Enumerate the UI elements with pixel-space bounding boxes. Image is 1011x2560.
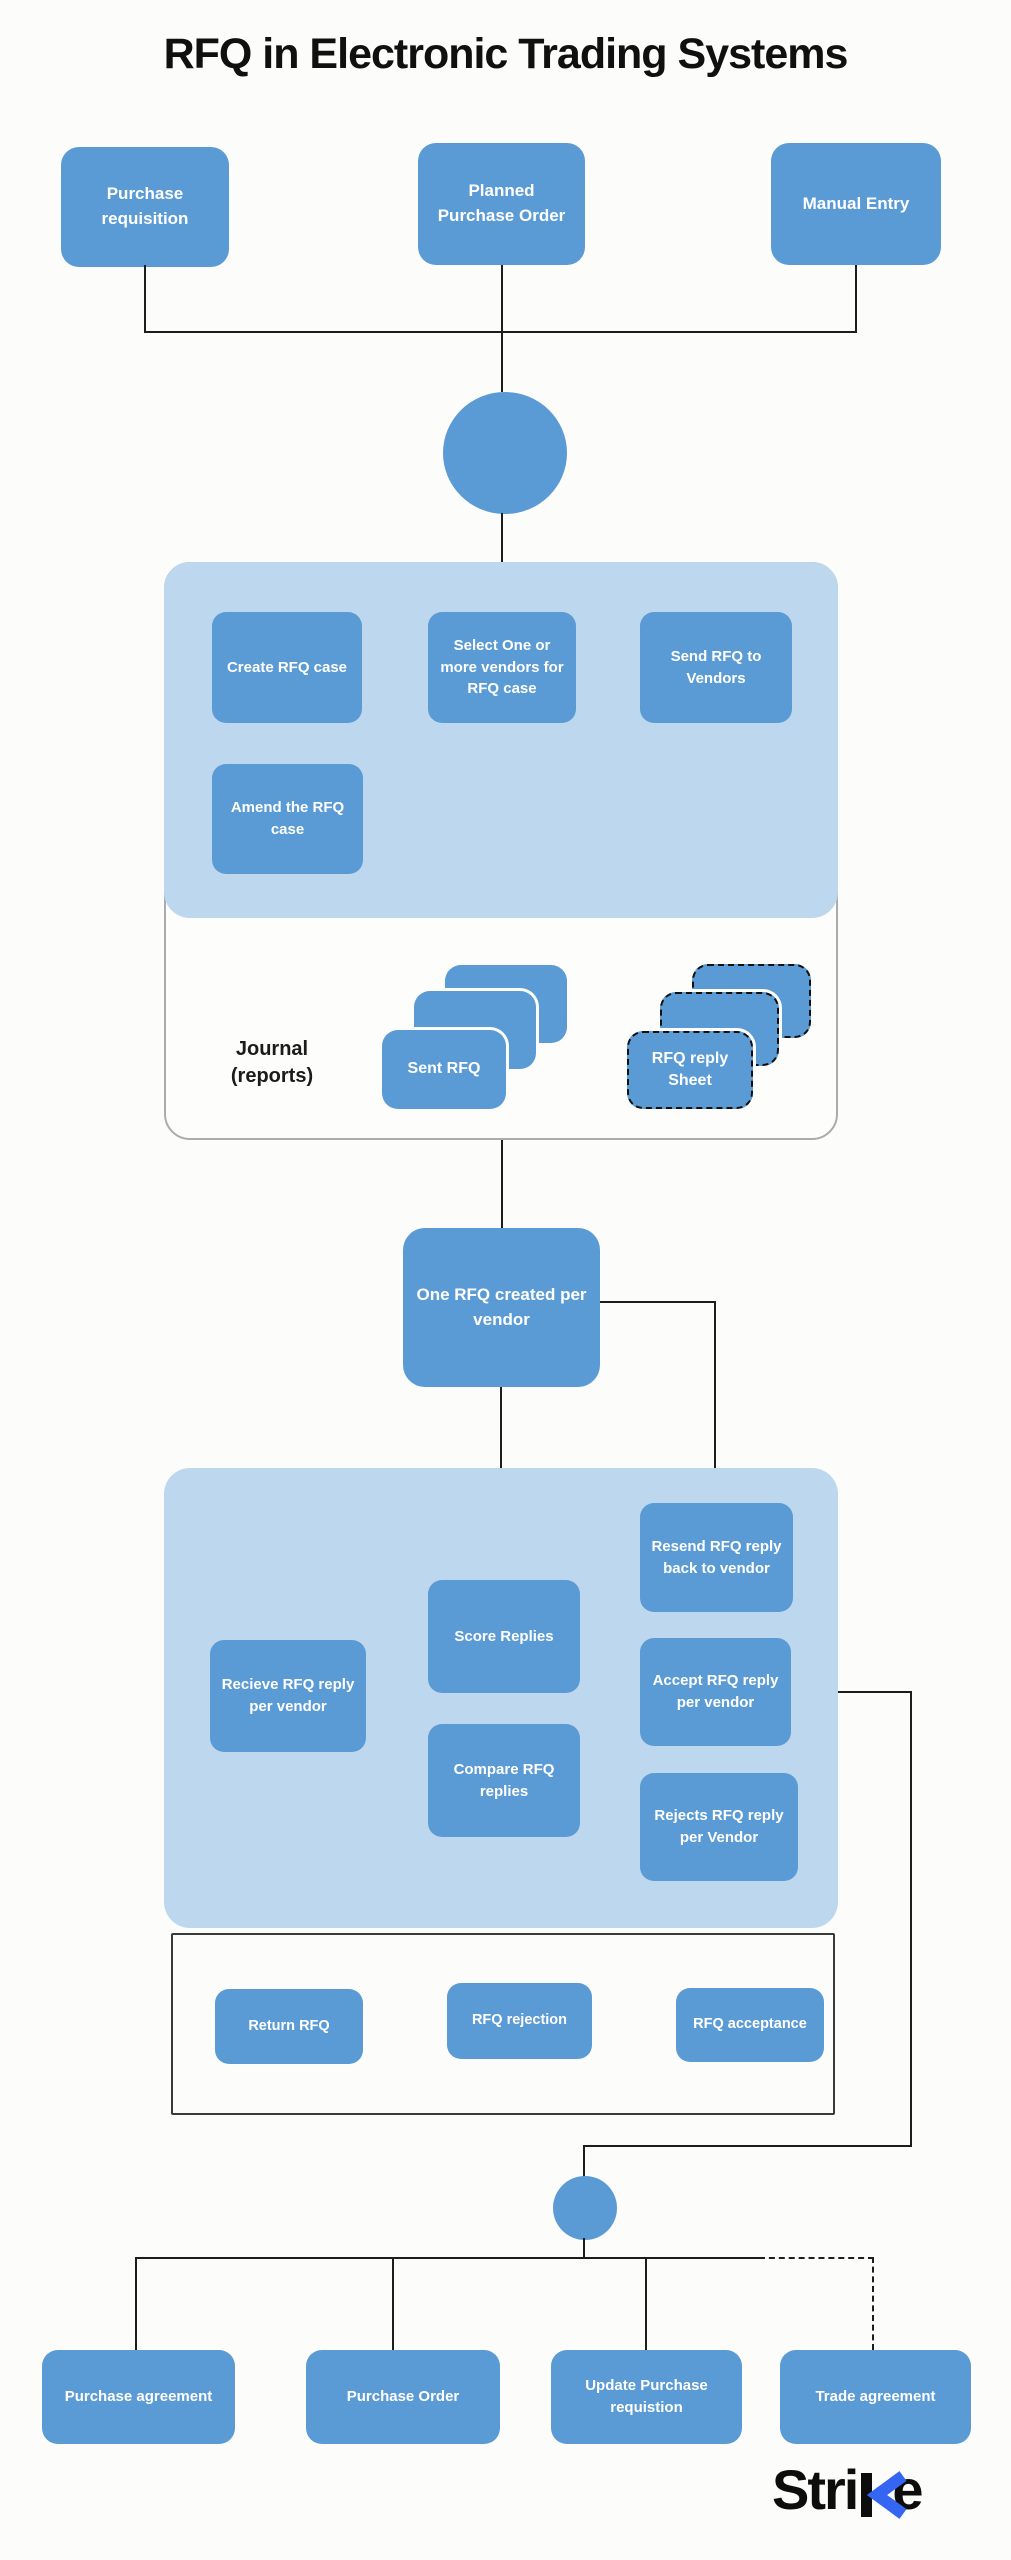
journal-label: Journal (reports) bbox=[197, 1036, 347, 1090]
connector-line bbox=[501, 513, 503, 563]
connector-line bbox=[855, 265, 857, 333]
node-score-replies: Score Replies bbox=[428, 1580, 580, 1693]
page-title: RFQ in Electronic Trading Systems bbox=[163, 30, 849, 78]
strike-logo: Stri e bbox=[772, 2458, 924, 2521]
connector-line bbox=[135, 2257, 137, 2350]
connector-line bbox=[501, 1140, 503, 1228]
node-create-rfq-case: Create RFQ case bbox=[212, 612, 362, 723]
connector-line bbox=[583, 2145, 912, 2147]
connector-line bbox=[910, 1691, 912, 2147]
node-trade-agreement: Trade agreement bbox=[780, 2350, 971, 2444]
logo-k-stem bbox=[861, 2473, 873, 2517]
node-rfq-rejection: RFQ rejection bbox=[447, 1983, 592, 2059]
rfq-reply-stack-card-front: RFQ reply Sheet bbox=[627, 1031, 753, 1109]
connector-line bbox=[583, 2145, 585, 2178]
node-purchase-requisition: Purchase requisition bbox=[61, 147, 229, 267]
connector-line bbox=[714, 1301, 716, 1503]
node-resend-rfq-reply: Resend RFQ reply back to vendor bbox=[640, 1503, 793, 1612]
node-recieve-rfq-reply: Recieve RFQ reply per vendor bbox=[210, 1640, 366, 1752]
reply-panel: Recieve RFQ reply per vendor Score Repli… bbox=[164, 1468, 838, 1928]
connector-line bbox=[583, 2238, 585, 2259]
node-send-rfq-to-vendors: Send RFQ to Vendors bbox=[640, 612, 792, 723]
node-accept-rfq-reply: Accept RFQ reply per vendor bbox=[640, 1638, 791, 1746]
node-purchase-order: Purchase Order bbox=[306, 2350, 500, 2444]
node-rejects-rfq-reply: Rejects RFQ reply per Vendor bbox=[640, 1773, 798, 1881]
node-one-rfq-per-vendor: One RFQ created per vendor bbox=[403, 1228, 600, 1387]
node-select-vendors: Select One or more vendors for RFQ case bbox=[428, 612, 576, 723]
node-rfq-acceptance: RFQ acceptance bbox=[676, 1988, 824, 2062]
logo-arrow-icon bbox=[867, 2471, 909, 2519]
node-return-rfq: Return RFQ bbox=[215, 1989, 363, 2064]
journal-label-line1: Journal bbox=[235, 1038, 309, 1060]
connector-line bbox=[501, 265, 503, 392]
connector-line-dashed bbox=[872, 2257, 874, 2350]
connector-line bbox=[838, 1691, 912, 1693]
node-purchase-agreement: Purchase agreement bbox=[42, 2350, 235, 2444]
connector-line bbox=[144, 265, 146, 333]
node-update-purchase-requistion: Update Purchase requistion bbox=[551, 2350, 742, 2444]
connector-line bbox=[144, 331, 857, 333]
merge-circle bbox=[443, 392, 567, 514]
connector-line bbox=[645, 2257, 647, 2350]
connector-line bbox=[500, 1387, 502, 1468]
connector-line bbox=[600, 1301, 716, 1303]
sent-rfq-stack-card-front: Sent RFQ bbox=[382, 1030, 506, 1109]
connector-line bbox=[135, 2257, 759, 2259]
node-planned-purchase-order: Planned Purchase Order bbox=[418, 143, 585, 265]
junction-circle bbox=[553, 2176, 617, 2240]
outcome-strip: Return RFQ RFQ rejection RFQ acceptance bbox=[171, 1933, 835, 2115]
node-manual-entry: Manual Entry bbox=[771, 143, 941, 265]
node-amend-rfq-case: Amend the RFQ case bbox=[212, 764, 363, 874]
journal-label-line2: (reports) bbox=[230, 1065, 314, 1087]
node-compare-rfq-replies: Compare RFQ replies bbox=[428, 1724, 580, 1837]
connector-line bbox=[392, 2257, 394, 2350]
connector-line-dashed bbox=[759, 2257, 874, 2259]
logo-text-prefix: Stri bbox=[772, 2458, 859, 2521]
rfq-case-container: Create RFQ case Select One or more vendo… bbox=[164, 562, 838, 1140]
